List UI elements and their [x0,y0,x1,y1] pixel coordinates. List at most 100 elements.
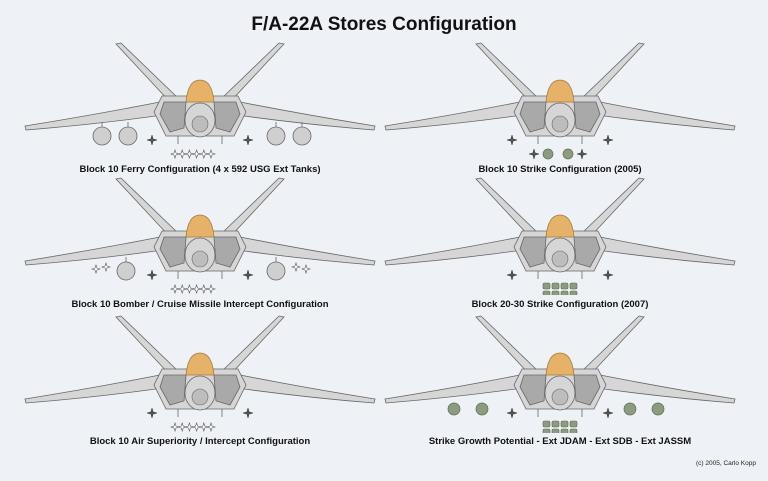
bay-missile [191,422,202,432]
aircraft-front-view [384,315,736,417]
aim-120-right [576,148,588,160]
sidewinder-left [506,269,518,281]
aircraft-drawing [24,177,376,294]
right-intake [573,236,601,268]
right-intake [213,236,241,268]
aircraft-front-view [24,315,376,417]
small-diameter-bomb [551,290,560,295]
aircraft-drawing [384,177,736,295]
sidewinder-left [146,269,158,281]
small-diameter-bomb [542,282,551,290]
panel-caption: Block 10 Ferry Configuration (4 x 592 US… [79,164,321,175]
left-wing [24,372,171,404]
small-diameter-bomb [551,420,560,428]
right-vertical-tail [219,177,285,238]
panel-ferry-configuration: Block 10 Ferry Configuration (4 x 592 US… [20,40,380,175]
bay-missile [170,149,180,159]
small-diameter-bomb [551,428,560,433]
small-diameter-bomb [542,428,551,433]
sidewinder-left [506,134,518,146]
panel-caption: Block 10 Air Superiority / Intercept Con… [89,436,311,447]
copyright-credit: (c) 2005, Carlo Kopp [696,460,756,467]
sidewinder-right [242,134,254,146]
sidewinder-right [602,407,614,419]
canopy [545,79,575,103]
bay-missile [191,149,202,159]
sidewinder-right [242,269,254,281]
right-wing [589,234,736,266]
left-wing [24,234,171,266]
external-missile [291,262,301,272]
small-diameter-bomb [560,282,569,290]
left-vertical-tail [115,177,181,238]
bay-missile [177,422,188,432]
small-diameter-bomb [560,428,569,433]
left-intake [519,236,547,268]
right-vertical-tail [219,42,285,103]
bay-missile [206,284,216,294]
jdam-bomb [542,148,554,160]
small-diameter-bomb [569,282,578,290]
sidewinder-right [602,134,614,146]
aircraft-front-view [24,42,376,144]
nose-tip [191,250,209,268]
aircraft-front-view [384,177,736,279]
left-vertical-tail [475,42,541,103]
right-vertical-tail [579,177,645,238]
external-missile [101,262,111,272]
panel-strike-growth: Strike Growth Potential - Ext JDAM - Ext… [380,313,740,447]
right-intake [213,374,241,406]
right-vertical-tail [579,315,645,376]
external-jdam [447,402,461,416]
bay-missile [198,422,209,432]
aircraft-front-view [24,177,376,279]
external-missile [91,264,101,274]
jdam-bomb [562,148,574,160]
right-wing [229,234,376,266]
aircraft-drawing [24,42,376,159]
panel-caption: Block 20-30 Strike Configuration (2007) [471,299,649,310]
bay-missile [170,284,180,294]
sidewinder-left [146,134,158,146]
canopy [185,352,215,376]
panel-bomber-cruise-missile-intercept: Block 10 Bomber / Cruise Missile Interce… [20,175,380,310]
right-intake [573,101,601,133]
small-diameter-bomb [560,420,569,428]
bay-missile [206,149,216,159]
bay-missile [206,422,216,432]
external-missile [301,264,311,274]
left-intake [159,101,187,133]
sidewinder-right [602,269,614,281]
nose-tip [551,250,569,268]
sidewinder-left [506,407,518,419]
nose-tip [551,115,569,133]
right-vertical-tail [579,42,645,103]
left-wing [384,372,531,404]
right-vertical-tail [219,315,285,376]
right-wing [589,99,736,131]
left-wing [24,99,171,131]
external-fuel-tank [116,261,136,281]
left-vertical-tail [475,177,541,238]
canopy [545,352,575,376]
bay-missile [184,284,195,294]
right-wing [229,372,376,404]
right-intake [213,101,241,133]
canopy [185,214,215,238]
left-intake [519,374,547,406]
small-diameter-bomb [569,428,578,433]
left-wing [384,99,531,131]
right-wing [589,372,736,404]
left-intake [519,101,547,133]
small-diameter-bomb [551,282,560,290]
canopy [545,214,575,238]
nose-tip [191,388,209,406]
left-intake [159,374,187,406]
sidewinder-right [242,407,254,419]
aircraft-drawing [24,315,376,432]
bay-missile [184,422,195,432]
panel-caption: Block 10 Bomber / Cruise Missile Interce… [71,299,329,310]
bay-missile [177,284,188,294]
panel-strike-2005: Block 10 Strike Configuration (2005) [380,40,740,175]
small-diameter-bomb [542,290,551,295]
